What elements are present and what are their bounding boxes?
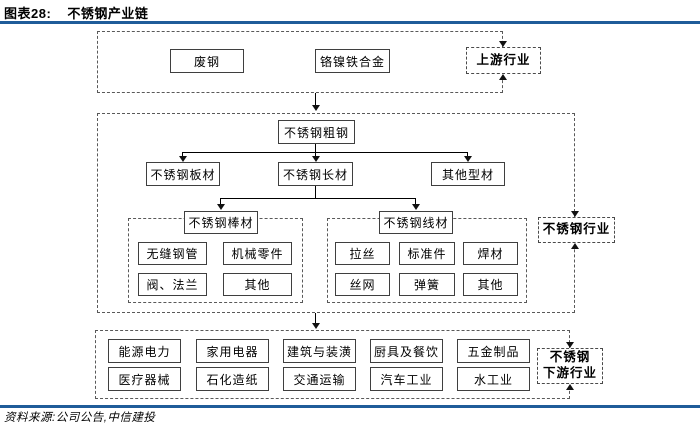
box-other-profiles: 其他型材	[431, 162, 505, 186]
box-water-industry: 水工业	[457, 367, 530, 391]
source-note: 资料来源:公司公告,中信建投	[4, 412, 156, 424]
figure-header: 图表28: 不锈钢产业链	[4, 3, 148, 22]
figure-title: 不锈钢产业链	[67, 6, 149, 21]
label-downstream-line2: 下游行业	[542, 366, 597, 380]
connector-line	[221, 198, 416, 200]
box-stainless-wire-header: 不锈钢线材	[379, 211, 453, 234]
arrowhead-down-icon	[312, 156, 320, 162]
connector-line	[315, 186, 317, 198]
box-construction-decoration: 建筑与装潢	[283, 339, 356, 363]
arrowhead-up-icon	[571, 243, 579, 249]
label-downstream-industry: 不锈钢 下游行业	[537, 348, 603, 384]
box-wire-mesh: 丝网	[335, 273, 390, 296]
box-machine-parts: 机械零件	[223, 242, 292, 265]
arrowhead-down-icon	[566, 342, 574, 348]
box-hardware-products: 五金制品	[457, 339, 530, 363]
arrowhead-down-icon	[312, 323, 320, 329]
box-home-appliances: 家用电器	[196, 339, 269, 363]
connector-line	[415, 198, 417, 206]
box-crude-stainless: 不锈钢粗钢	[278, 120, 355, 144]
label-stainless-industry: 不锈钢行业	[538, 217, 615, 243]
box-spring: 弹簧	[399, 273, 455, 296]
connector-line	[315, 313, 317, 324]
box-wire-other: 其他	[463, 273, 518, 296]
box-seamless-pipe: 无缝钢管	[138, 242, 207, 265]
upstream-region	[97, 31, 503, 93]
connector-line	[315, 144, 317, 152]
connector-line	[182, 152, 184, 157]
arrowhead-down-icon	[464, 156, 472, 162]
connector-line	[315, 93, 317, 106]
box-wire-drawing: 拉丝	[335, 242, 390, 265]
arrowhead-up-icon	[499, 74, 507, 80]
arrowhead-down-icon	[571, 211, 579, 217]
connector-line	[467, 152, 469, 157]
arrowhead-down-icon	[499, 41, 507, 47]
label-downstream-line1: 不锈钢	[549, 350, 591, 365]
bottom-rule	[0, 405, 700, 408]
box-scrap-steel: 废钢	[170, 49, 244, 73]
figure-label: 图表28:	[4, 6, 52, 21]
box-valve-flange: 阀、法兰	[138, 273, 207, 296]
box-kitchen-catering: 厨具及餐饮	[370, 339, 443, 363]
arrowhead-down-icon	[312, 105, 320, 111]
box-energy-power: 能源电力	[108, 339, 181, 363]
connector-line	[183, 152, 468, 154]
box-stainless-long: 不锈钢长材	[278, 162, 353, 186]
box-welding-material: 焊材	[463, 242, 518, 265]
box-standard-parts: 标准件	[399, 242, 455, 265]
box-stainless-bar-header: 不锈钢棒材	[184, 211, 258, 234]
label-upstream-industry: 上游行业	[466, 47, 541, 74]
arrowhead-down-icon	[412, 204, 420, 210]
box-transportation: 交通运输	[283, 367, 356, 391]
arrowhead-down-icon	[179, 156, 187, 162]
box-stainless-plate: 不锈钢板材	[146, 162, 220, 186]
box-medical-devices: 医疗器械	[108, 367, 181, 391]
box-automotive-industry: 汽车工业	[370, 367, 443, 391]
arrowhead-down-icon	[217, 204, 225, 210]
box-bar-other: 其他	[223, 273, 292, 296]
box-chrome-nickel-alloy: 铬镍铁合金	[315, 49, 390, 73]
box-petrochemical-paper: 石化造纸	[196, 367, 269, 391]
connector-line	[315, 152, 317, 157]
arrowhead-up-icon	[566, 384, 574, 390]
top-rule	[0, 21, 700, 24]
connector-line	[220, 198, 222, 206]
